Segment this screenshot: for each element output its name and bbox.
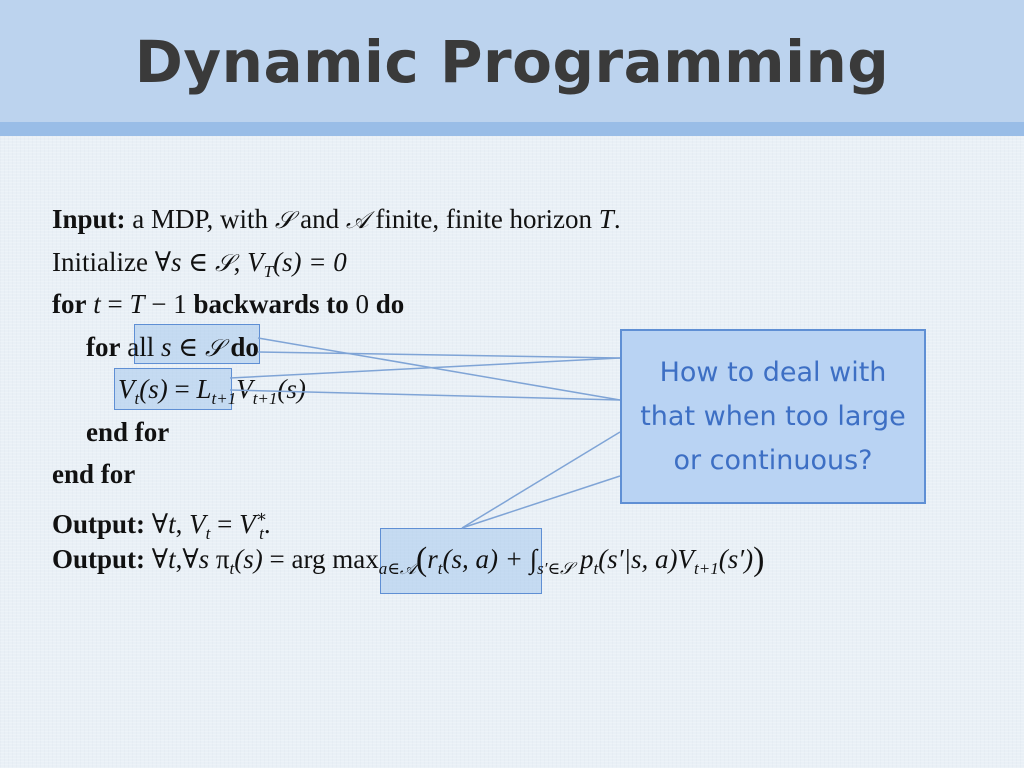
connector-line — [461, 475, 621, 529]
page-title: Dynamic Programming — [134, 28, 890, 96]
header-band — [0, 122, 1024, 136]
algo-line-end-for-inner: end for — [86, 416, 170, 447]
algo-line-input: Input: a MDP, with 𝒮 and 𝒜 finite, finit… — [52, 204, 621, 234]
algo-line-for-all-s: for all s ∈ 𝒮 do — [86, 331, 259, 362]
connector-line — [257, 337, 621, 401]
connector-line — [229, 357, 621, 379]
algo-line-initialize: Initialize ∀s ∈ 𝒮, VT(s) = 0 — [52, 246, 347, 281]
highlight-argmax — [380, 528, 542, 594]
algo-line-for-t: for t = T − 1 backwards to 0 do — [52, 289, 405, 319]
algo-line-output-policy: Output: ∀t,∀s πt(s) = arg maxa∈𝒜(rt(s, a… — [52, 541, 765, 578]
highlight-all-s-in-S — [134, 324, 260, 364]
connector-line — [257, 351, 621, 359]
callout-text: How to deal with that when too large or … — [640, 356, 906, 476]
callout-box: How to deal with that when too large or … — [620, 329, 926, 504]
algo-line-bellman-update: Vt(s) = Lt+1Vt+1(s) — [118, 374, 306, 408]
algo-line-output-value: Output: ∀t, Vt = V∗t. — [52, 506, 271, 543]
highlight-vt-equals — [114, 368, 232, 410]
connector-line — [461, 431, 621, 529]
header-bar — [0, 0, 1024, 122]
algorithm-block: Input: a MDP, with 𝒮 and 𝒜 finite, finit… — [52, 198, 764, 581]
algo-line-end-for-outer: end for — [52, 459, 136, 489]
connector-line — [229, 389, 621, 401]
